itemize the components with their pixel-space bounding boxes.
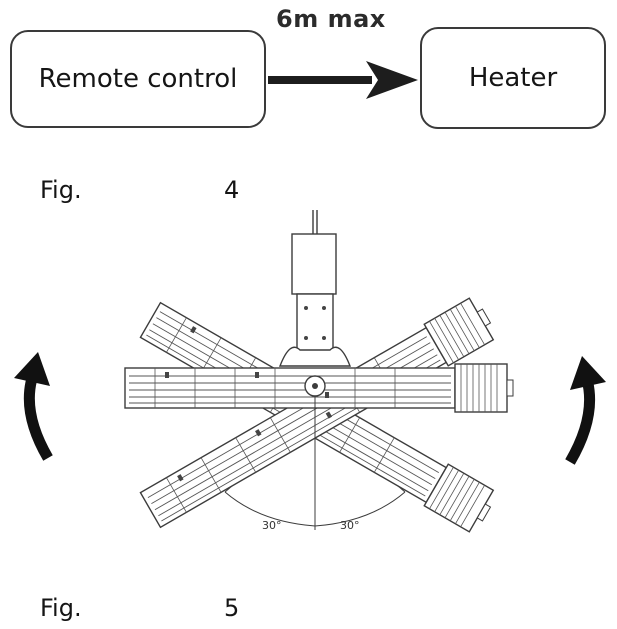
remote-control-label: Remote control — [38, 64, 238, 94]
fig4-caption-number: 4 — [224, 176, 240, 204]
mounting-bracket — [278, 210, 352, 367]
rotate-right-arrow-icon — [565, 356, 606, 465]
heater-label: Heater — [468, 63, 558, 93]
angle-arc-left — [224, 491, 316, 527]
heater-rotation-diagram: 30° 30° — [14, 210, 606, 536]
angle-arc-right — [314, 491, 406, 527]
range-arrow — [268, 61, 418, 99]
angle-label-right: 30° — [340, 519, 360, 532]
fig5-caption-number: 5 — [224, 594, 240, 622]
range-label: 6m max — [276, 5, 386, 33]
fig4-caption-word: Fig. — [40, 176, 82, 204]
remote-control-box: Remote control — [10, 30, 266, 128]
angle-label-left: 30° — [262, 519, 282, 532]
heater-box: Heater — [420, 27, 606, 129]
fig5-caption-word: Fig. — [40, 594, 82, 622]
rotate-left-arrow-icon — [14, 352, 53, 461]
